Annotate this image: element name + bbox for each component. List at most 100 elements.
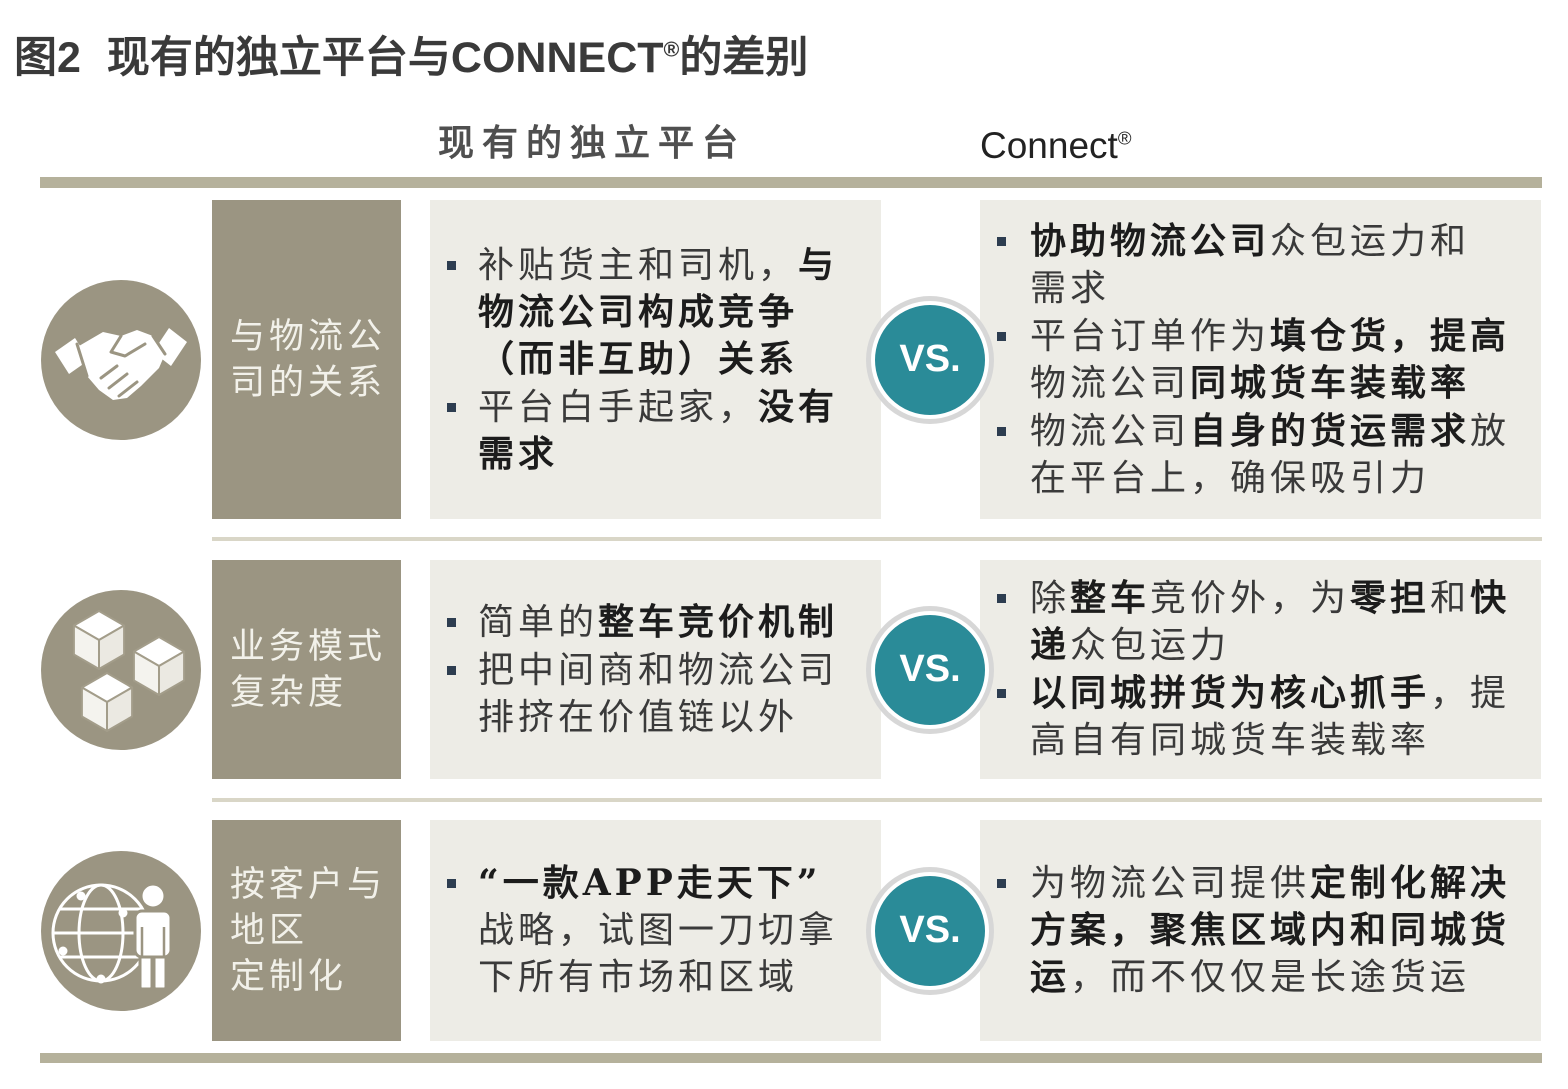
- column-header-connect-text: Connect: [980, 125, 1118, 166]
- row-separator: [212, 537, 1542, 541]
- emphasis-text: 与: [798, 243, 839, 286]
- emphasis-text: 需求: [478, 432, 559, 475]
- bullet-line: 递众包运力: [1030, 622, 1541, 669]
- bullet-item: 以同城拼货为核心抓手，提高自有同城货车装载率: [997, 670, 1541, 764]
- existing-platform-points: 补贴货主和司机，与物流公司构成竞争（而非互助）关系平台白手起家，没有需求: [430, 200, 881, 519]
- row-label-line: 司的关系: [230, 362, 387, 403]
- row-icon-circle: [41, 279, 201, 440]
- row-label-line: 复杂度: [230, 672, 348, 713]
- cubes-icon: [72, 609, 186, 732]
- figure-title-text: 现有的独立平台与CONNECT: [106, 34, 664, 82]
- figure-title-suffix: 的差别: [679, 34, 809, 82]
- emphasis-text: 物流公司构成竞争: [478, 290, 799, 333]
- emphasis-text: 整车: [1070, 577, 1151, 619]
- emphasis-text: 同城货车装载率: [1190, 361, 1471, 404]
- bullet-line: 为物流公司提供定制化解决: [1030, 860, 1541, 907]
- top-rule: [40, 177, 1542, 188]
- emphasis-text: 零担: [1350, 577, 1431, 619]
- connect-points: 为物流公司提供定制化解决方案，聚焦区域内和同城货运，而不仅仅是长途货运: [980, 820, 1541, 1041]
- bullet-line: 运，而不仅仅是长途货运: [1030, 954, 1541, 1001]
- row-label-line: 与物流公: [230, 316, 387, 357]
- emphasis-text: 以同城拼货为核心抓手: [1030, 672, 1431, 714]
- vs-badge: VS.: [871, 300, 989, 419]
- body-text: 高自有同城货车装载率: [1030, 720, 1431, 761]
- bottom-rule: [40, 1053, 1542, 1063]
- row-icon-circle: [41, 589, 201, 750]
- connect-points: 协助物流公司众包运力和需求平台订单作为填仓货，提高物流公司同城货车装载率物流公司…: [980, 200, 1541, 519]
- comparison-row-business-model: 业务模式复杂度 简单的整车竞价机制把中间商和物流公司排挤在价值链以外 VS. 除…: [0, 560, 1568, 779]
- bullet-line: 排挤在价值链以外: [478, 694, 881, 741]
- row-label: 与物流公司的关系: [212, 200, 401, 519]
- emphasis-text: 整车竞价机制: [598, 600, 839, 643]
- body-text: 为物流公司提供: [1030, 863, 1311, 904]
- registered-mark: ®: [1117, 127, 1132, 149]
- existing-platform-points: 简单的整车竞价机制把中间商和物流公司排挤在价值链以外: [430, 560, 881, 779]
- bullet-line: “一款APP走天下”: [478, 860, 881, 907]
- bullet-line: 平台白手起家，没有: [478, 384, 881, 431]
- emphasis-text: 协助物流公司: [1030, 219, 1271, 262]
- bullet-square-icon: [447, 665, 456, 675]
- row-label-line: 业务模式: [230, 626, 387, 667]
- row-label-line: 地区: [230, 910, 309, 951]
- bullet-square-icon: [447, 617, 456, 627]
- bullet-item: “一款APP走天下”战略，试图一刀切拿下所有市场和区域: [447, 860, 881, 1001]
- bullet-line: （而非互助）关系: [478, 336, 881, 383]
- bullet-line: 协助物流公司众包运力和: [1030, 218, 1541, 265]
- vs-badge: VS.: [871, 871, 989, 990]
- bullet-line: 平台订单作为填仓货，提高: [1030, 313, 1541, 360]
- bullet-line: 除整车竞价外，为零担和快: [1030, 575, 1541, 622]
- bullet-item: 补贴货主和司机，与物流公司构成竞争（而非互助）关系: [447, 242, 881, 383]
- column-header-existing-platforms: 现有的独立平台: [438, 122, 747, 164]
- emphasis-text: 填仓货，提高: [1270, 314, 1511, 357]
- emphasis-text: 递: [1030, 624, 1071, 666]
- handshake-icon: [55, 327, 187, 400]
- body-text: 竞价外，为: [1150, 578, 1351, 619]
- row-label-line: 按客户与: [230, 864, 387, 905]
- bullet-square-icon: [447, 260, 456, 270]
- emphasis-text: 没有: [758, 385, 839, 428]
- vs-badge: VS.: [871, 610, 989, 729]
- row-separator: [212, 798, 1542, 802]
- bullet-line: 方案，聚焦区域内和同城货: [1030, 907, 1541, 954]
- bullet-square-icon: [997, 689, 1006, 698]
- body-text: 物流公司: [1030, 362, 1191, 404]
- bullet-square-icon: [997, 879, 1006, 888]
- bullet-item: 把中间商和物流公司排挤在价值链以外: [447, 647, 881, 741]
- bullet-square-icon: [997, 426, 1006, 436]
- emphasis-text: 自身的货运需求: [1190, 409, 1471, 452]
- bullet-square-icon: [997, 594, 1006, 603]
- bullet-line: 战略，试图一刀切拿: [478, 907, 881, 954]
- row-label-line: 定制化: [230, 956, 348, 997]
- bullet-square-icon: [997, 236, 1006, 246]
- existing-platform-points: “一款APP走天下”战略，试图一刀切拿下所有市场和区域: [430, 820, 881, 1041]
- body-text: 需求: [1030, 267, 1111, 309]
- bullet-square-icon: [997, 331, 1006, 341]
- body-text: 补贴货主和司机，: [478, 244, 799, 286]
- bullet-item: 平台订单作为填仓货，提高物流公司同城货车装载率: [997, 313, 1541, 407]
- body-text: 简单的: [478, 601, 599, 643]
- column-header-connect: Connect®: [980, 120, 1131, 172]
- bullet-line: 下所有市场和区域: [478, 954, 881, 1001]
- body-text: ，而不仅仅是长途货运: [1070, 957, 1471, 998]
- bullet-item: 为物流公司提供定制化解决方案，聚焦区域内和同城货运，而不仅仅是长途货运: [997, 860, 1541, 1001]
- bullet-line: 在平台上，确保吸引力: [1030, 455, 1541, 502]
- bullet-square-icon: [447, 402, 456, 412]
- body-text: 战略，试图一刀切拿: [478, 910, 839, 951]
- bullet-line: 以同城拼货为核心抓手，提: [1030, 670, 1541, 717]
- emphasis-text: 运: [1030, 956, 1071, 998]
- bullet-item: 协助物流公司众包运力和需求: [997, 218, 1541, 312]
- emphasis-text: 方案，聚焦区域内和同城货: [1030, 909, 1511, 951]
- body-text: 众包运力: [1070, 625, 1231, 666]
- body-text: 排挤在价值链以外: [478, 696, 799, 738]
- body-text: 把中间商和物流公司: [478, 649, 839, 691]
- body-text: 众包运力和: [1270, 220, 1471, 262]
- row-label: 业务模式复杂度: [212, 560, 401, 779]
- bullet-line: 需求: [478, 431, 881, 478]
- connect-points: 除整车竞价外，为零担和快递众包运力以同城拼货为核心抓手，提高自有同城货车装载率: [980, 560, 1541, 779]
- bullet-square-icon: [447, 879, 456, 888]
- body-text: 下所有市场和区域: [478, 957, 799, 998]
- emphasis-text: 快: [1470, 577, 1511, 619]
- bullet-line: 高自有同城货车装载率: [1030, 717, 1541, 764]
- globe-person-icon: [51, 882, 173, 990]
